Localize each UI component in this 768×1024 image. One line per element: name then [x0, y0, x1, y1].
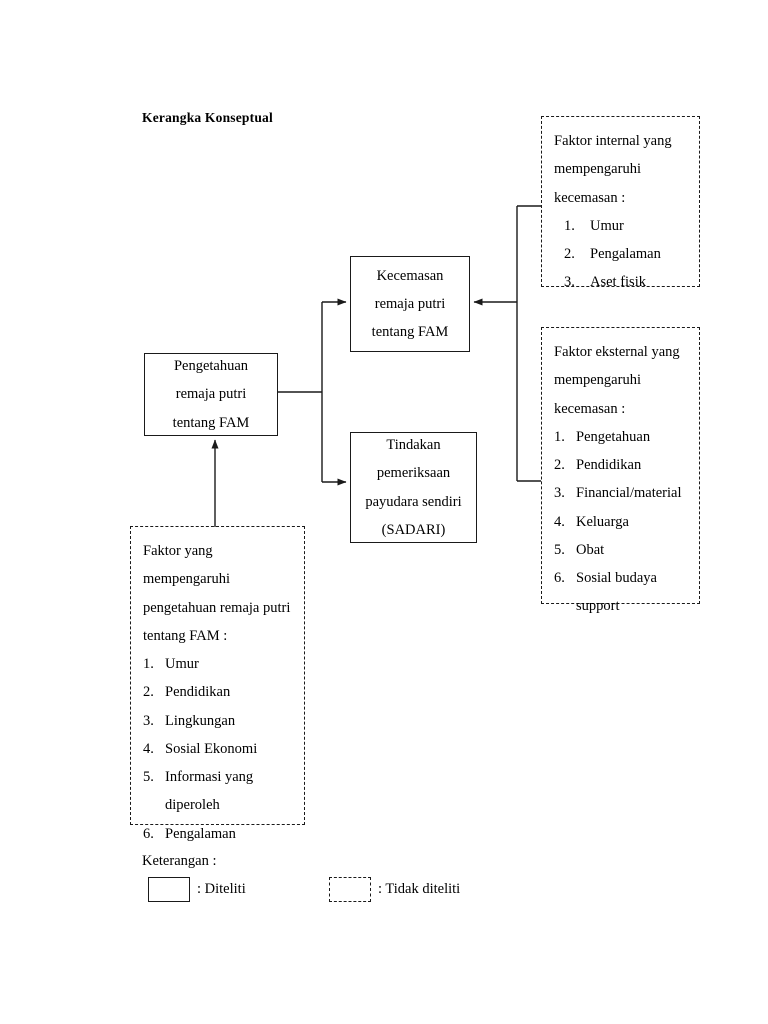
faktor-pengetahuan-heading-4: tentang FAM :: [143, 627, 228, 644]
legend-swatch-solid: [148, 877, 190, 902]
faktor-pengetahuan-heading-3: pengetahuan remaja putri: [143, 599, 291, 616]
list-item-label: support: [576, 598, 620, 615]
list-item-number-blank: [143, 791, 165, 819]
legend-row-studied: : Diteliti: [148, 877, 246, 902]
node-tindakan-line-4: (SADARI): [381, 521, 446, 538]
list-item-number: 4.: [143, 740, 154, 757]
faktor-eksternal-list: 1. Pengetahuan 2. Pendidikan 3. Financial/m…: [554, 423, 687, 621]
list-item-label: Pengalaman: [165, 825, 236, 842]
list-item-label: Pendidikan: [576, 457, 642, 474]
list-item-label: Informasi yang: [165, 769, 254, 786]
legend-title: Keterangan :: [142, 853, 217, 869]
node-pengetahuan[interactable]: Pengetahuan remaja putri tentang FAM: [144, 353, 278, 436]
list-item: 6. Sosial budaya: [554, 564, 687, 592]
list-item: 6. Pengalaman: [143, 820, 292, 848]
list-item: 4. Sosial Ekonomi: [143, 735, 292, 763]
node-pengetahuan-line-3: tentang FAM: [172, 414, 250, 431]
faktor-internal-heading-3: kecemasan :: [554, 189, 626, 206]
list-item-label: Umur: [165, 656, 199, 673]
list-item-number: 4.: [554, 513, 565, 530]
list-item-number: 3.: [564, 274, 575, 291]
node-tindakan-line-3: payudara sendiri: [365, 493, 462, 510]
node-kecemasan[interactable]: Kecemasan remaja putri tentang FAM: [350, 256, 470, 352]
legend-swatch-dashed: [329, 877, 371, 902]
list-item-continuation: support: [554, 592, 687, 620]
node-faktor-eksternal[interactable]: Faktor eksternal yang mempengaruhi kecem…: [541, 327, 700, 614]
list-item-number: 6.: [143, 825, 154, 842]
list-item: 4. Keluarga: [554, 508, 687, 536]
faktor-eksternal-heading-3: kecemasan :: [554, 400, 626, 417]
list-item: 3. Financial/material: [554, 479, 687, 507]
list-item-label: Obat: [576, 541, 605, 558]
faktor-internal-heading-2: mempengaruhi: [554, 161, 641, 178]
list-item-label: diperoleh: [165, 797, 220, 814]
list-item: 2. Pengalaman: [554, 240, 687, 268]
faktor-internal-heading-1: Faktor internal yang: [554, 133, 672, 149]
list-item-label: Pengetahuan: [576, 428, 651, 445]
page-title: Kerangka Konseptual: [142, 110, 273, 125]
list-item-number: 1.: [554, 428, 565, 445]
node-kecemasan-line-2: remaja putri: [374, 295, 446, 312]
node-faktor-pengetahuan[interactable]: Faktor yang mempengaruhi pengetahuan rem…: [130, 526, 305, 842]
node-tindakan-line-1: Tindakan: [386, 436, 441, 453]
node-pengetahuan-line-1: Pengetahuan: [173, 358, 249, 375]
list-item-number: 3.: [554, 485, 565, 502]
list-item: 3. Lingkungan: [143, 707, 292, 735]
list-item-number: 1.: [143, 656, 154, 673]
connector-faktor-kecemasan: [473, 205, 541, 482]
list-item: 3. Aset fisik: [554, 268, 687, 296]
list-item-label: Financial/material: [576, 485, 682, 502]
faktor-pengetahuan-list: 1. Umur 2. Pendidikan 3. Lingkungan 4. Sosia…: [143, 650, 292, 848]
list-item-label: Sosial budaya: [576, 570, 657, 587]
list-item-label: Pengalaman: [590, 246, 661, 263]
list-item-number: 6.: [554, 570, 565, 587]
list-item: 5. Obat: [554, 536, 687, 564]
list-item-label: Aset fisik: [590, 274, 646, 291]
legend-label-studied: : Diteliti: [197, 881, 246, 897]
list-item-number: 2.: [143, 684, 154, 701]
list-item-number: 5.: [554, 541, 565, 558]
list-item-number: 1.: [564, 217, 575, 234]
list-item-label: Sosial Ekonomi: [165, 740, 258, 757]
node-kecemasan-line-1: Kecemasan: [376, 267, 444, 284]
list-item-label: Keluarga: [576, 513, 629, 530]
list-item: 1. Umur: [554, 212, 687, 240]
faktor-eksternal-heading-2: mempengaruhi: [554, 372, 641, 389]
list-item-number: 2.: [554, 457, 565, 474]
connector-pengetahuan-split: [278, 298, 347, 486]
list-item-label: Pendidikan: [165, 684, 231, 701]
list-item: 1. Pengetahuan: [554, 423, 687, 451]
list-item-label: Lingkungan: [165, 712, 236, 729]
list-item-number: 5.: [143, 769, 154, 786]
list-item: 5. Informasi yang: [143, 763, 292, 791]
list-item: 2. Pendidikan: [143, 678, 292, 706]
node-kecemasan-line-3: tentang FAM: [371, 324, 449, 341]
list-item: 2. Pendidikan: [554, 451, 687, 479]
node-faktor-internal[interactable]: Faktor internal yang mempengaruhi kecema…: [541, 116, 700, 290]
list-item-label: Umur: [590, 217, 624, 234]
faktor-pengetahuan-heading-2: mempengaruhi: [143, 571, 230, 588]
list-item: 1. Umur: [143, 650, 292, 678]
legend-row-not-studied: : Tidak diteliti: [329, 877, 460, 902]
legend-label-not-studied: : Tidak diteliti: [378, 881, 461, 897]
faktor-internal-list: 1. Umur 2. Pengalaman 3. Aset fisik: [554, 212, 687, 297]
list-item-number: 3.: [143, 712, 154, 729]
list-item-number: 2.: [564, 246, 575, 263]
faktor-pengetahuan-heading-1: Faktor yang: [143, 543, 213, 559]
list-item-continuation: diperoleh: [143, 791, 292, 819]
node-pengetahuan-line-2: remaja putri: [175, 386, 247, 403]
faktor-eksternal-heading-1: Faktor eksternal yang: [554, 344, 680, 360]
list-item-number-blank: [554, 592, 576, 620]
node-tindakan[interactable]: Tindakan pemeriksaan payudara sendiri (S…: [350, 432, 477, 543]
node-tindakan-line-2: pemeriksaan: [376, 465, 451, 482]
